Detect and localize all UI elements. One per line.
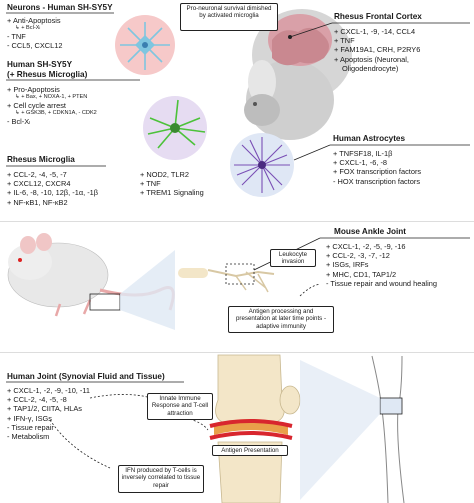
coculture-item: - Bcl-Xₗ bbox=[7, 117, 31, 127]
ifn-tcell-box: IFN produced by T-cells is inversely cor… bbox=[118, 465, 204, 493]
monkey-head-icon bbox=[244, 9, 352, 140]
rhesus-cortex-list: + CXCL-1, -9, -14, CCL4 + TNF + FAM19A1,… bbox=[334, 27, 420, 73]
cortex-item: + CXCL-1, -9, -14, CCL4 bbox=[334, 27, 416, 36]
mouse-ankle-list: + CXCL-1, -2, -5, -9, -16 + CCL-2, -3, -… bbox=[326, 242, 437, 288]
microglia-item: + NOD2, TLR2 bbox=[140, 170, 189, 179]
astrocytes-list: + TNFSF18, IL-1β + CXCL-1, -6, -8 + FOX … bbox=[333, 149, 421, 186]
neurons-subitem: ↳ + Bcl-Xₗ bbox=[15, 25, 41, 32]
neurons-item: - CCL5, CXCL12 bbox=[7, 41, 63, 51]
innate-immune-box: Innate Immune Response and T-cell attrac… bbox=[147, 393, 213, 420]
antigen-processing-box: Antigen processing and presentation at l… bbox=[228, 306, 334, 333]
leukocyte-invasion-box: Leukocyte invasion bbox=[270, 249, 316, 267]
joint-item: + IFN-γ, ISGs bbox=[7, 413, 52, 423]
antigen-presentation-box: Antigen Presentation bbox=[212, 445, 288, 456]
astro-item: + CXCL-1, -6, -8 bbox=[333, 158, 388, 168]
microglia-item: + IL-6, -8, -10, 12β, -1α, -1β bbox=[7, 188, 99, 198]
human-leg-icon bbox=[371, 355, 405, 503]
ankle-item: + CXCL-1, -2, -5, -9, -16 bbox=[326, 242, 406, 251]
microglia-item: + CXCL12, CXCR4 bbox=[7, 179, 71, 189]
ankle-item: + CCL-2, -3, -7, -12 bbox=[326, 251, 390, 261]
neurons-title: Neurons - Human SH-SY5Y bbox=[7, 3, 113, 12]
microglia-item: + NF-κB1, NF-κB2 bbox=[7, 197, 68, 207]
ankle-item: + ISGs, IRFs bbox=[326, 260, 369, 270]
human-joint-title: Human Joint (Synovial Fluid and Tissue) bbox=[7, 372, 165, 381]
panel-divider-1 bbox=[0, 221, 474, 222]
coculture-item: + Cell cycle arrest bbox=[7, 101, 66, 111]
coculture-subitem: ↳ + GSK3B, + CDKN1A, - CDK2 bbox=[15, 110, 97, 117]
mouse-ankle-title: Mouse Ankle Joint bbox=[334, 227, 407, 236]
microglia-item: + TREM1 Signaling bbox=[140, 188, 204, 198]
ankle-item: + MHC, CD1, TAP1/2 bbox=[326, 269, 397, 279]
neuron-cell-icon bbox=[115, 15, 175, 75]
mouse-leg-bones-icon bbox=[178, 263, 275, 293]
panel-divider-2 bbox=[0, 352, 474, 353]
microglia-list-col1: + CCL-2, -4, -5, -7 + CXCL12, CXCR4 + IL… bbox=[7, 170, 98, 207]
coculture-item: + Pro-Apoptosis bbox=[7, 85, 60, 94]
coculture-subitem: ↳ + Bax, + NOXA-1, + PTEN bbox=[15, 94, 88, 101]
neurons-list: + Anti-Apoptosis ↳ + Bcl-Xₗ - TNF - CCL5… bbox=[7, 16, 62, 51]
human-joint-list: + CXCL-1, -2, -9, -10, -11 + CCL-2, -4, … bbox=[7, 386, 90, 441]
microglia-list-col2: + NOD2, TLR2 + TNF + TREM1 Signaling bbox=[140, 170, 204, 198]
microglia-item: + CCL-2, -4, -5, -7 bbox=[7, 170, 67, 179]
astrocytes-title: Human Astrocytes bbox=[333, 134, 406, 143]
cortex-item: + TNF bbox=[334, 36, 355, 46]
astro-item: + FOX transcription factors bbox=[333, 167, 422, 177]
neurons-item: - TNF bbox=[7, 32, 26, 42]
coculture-title: Human SH-SY5Y bbox=[7, 60, 73, 69]
microglia-title: Rhesus Microglia bbox=[7, 155, 75, 164]
pro-neuronal-note: Pro-neuronal survival dimished by activa… bbox=[180, 3, 278, 31]
coculture-list: + Pro-Apoptosis ↳ + Bax, + NOXA-1, + PTE… bbox=[7, 85, 97, 127]
microglia-item: + TNF bbox=[140, 179, 161, 189]
neurons-item: + Anti-Apoptosis bbox=[7, 16, 61, 25]
astrocyte-cell-icon bbox=[230, 133, 294, 197]
astro-item: - HOX transcription factors bbox=[333, 176, 421, 186]
cortex-item: + FAM19A1, CRH, P2RY6 bbox=[334, 45, 421, 55]
coculture-subtitle: (+ Rhesus Microglia) bbox=[7, 70, 88, 79]
astro-item: + TNFSF18, IL-1β bbox=[333, 149, 393, 158]
joint-item: + TAP1/2, CIITA, HLAs bbox=[7, 404, 82, 414]
rhesus-cortex-title: Rhesus Frontal Cortex bbox=[334, 12, 422, 21]
knee-joint-icon bbox=[209, 354, 301, 503]
joint-item: - Tissue repair bbox=[7, 422, 54, 432]
microglia-cell-icon bbox=[143, 96, 207, 160]
joint-item: + CXCL-1, -2, -9, -10, -11 bbox=[7, 386, 91, 395]
joint-item: - Metabolism bbox=[7, 432, 50, 442]
cortex-item: Oligodendrocyte) bbox=[342, 63, 399, 73]
ankle-item: - Tissue repair and wound healing bbox=[326, 278, 437, 288]
joint-item: + CCL-2, -4, -5, -8 bbox=[7, 395, 67, 405]
cortex-item: + Apoptosis (Neuronal, bbox=[334, 54, 409, 64]
